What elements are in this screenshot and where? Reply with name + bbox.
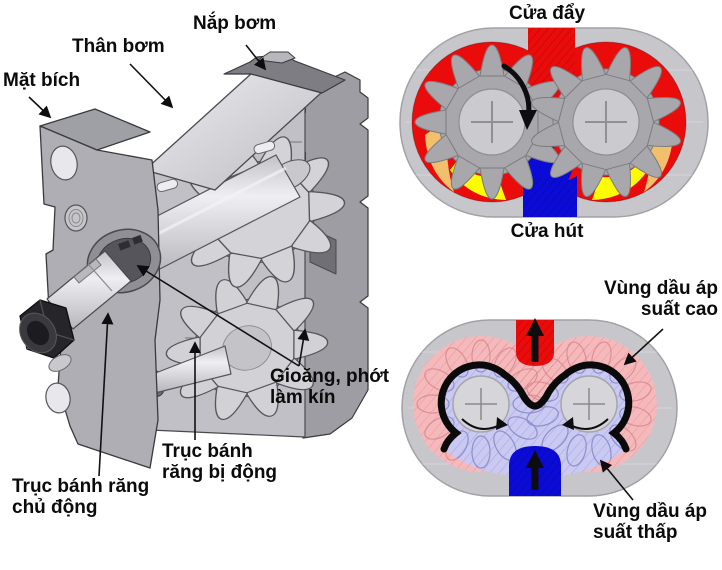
label-drive-shaft: Trục bánh răng chủ động (12, 476, 149, 519)
label-cover-text: Nắp bơm (193, 13, 277, 34)
dowel-pin-2 (253, 140, 276, 155)
leader-seal-right (297, 328, 310, 367)
label-body: Thân bơm (72, 36, 165, 57)
pressure-boundary-line (437, 361, 633, 453)
leader-drive-shaft (98, 312, 114, 477)
shaft-seal (117, 240, 131, 251)
label-flange-text: Mặt bích (3, 70, 81, 91)
nut-washer (48, 354, 72, 372)
rotation-arrow (501, 63, 537, 130)
drive-shaft-outer (46, 250, 132, 330)
leader-lines (28, 44, 664, 501)
shaft-seal-2 (131, 234, 143, 245)
leader-cover (245, 44, 267, 71)
center-cross (471, 101, 513, 143)
leader-high-pressure (623, 328, 664, 366)
leader-body (129, 63, 174, 109)
label-high-line2: suất cao (640, 299, 718, 321)
leader-flange (28, 96, 52, 119)
label-low-line1: Vùng dầu áp (593, 501, 707, 522)
label-suction-port: Cửa hút (497, 221, 597, 242)
label-discharge-port: Cửa đẩy (497, 3, 597, 24)
label-driven-shaft: Trục bánh răng bị động (162, 441, 277, 484)
label-high-line1: Vùng dầu áp (604, 278, 718, 299)
label-cover: Nắp bơm (193, 13, 276, 34)
pressure-diagram (401, 318, 678, 497)
pressure-gear-left (452, 375, 510, 433)
flow-diagram (399, 28, 709, 218)
label-driven-line2: răng bị động (162, 462, 278, 484)
label-low-pressure: Vùng dầu áp suất thấp (593, 501, 707, 544)
inlet-stub (509, 446, 561, 496)
label-low-line2: suất thấp (593, 522, 678, 544)
outlet-stub (516, 318, 554, 366)
label-drive-line2: chủ động (12, 497, 98, 519)
leader-seal-left (136, 265, 300, 367)
dowel-pin-1 (156, 178, 179, 193)
flow-gear-left (415, 45, 569, 199)
label-seal: Gioăng, phớt làm kín (270, 366, 389, 409)
label-high-pressure: Vùng dầu áp suất cao (590, 278, 718, 321)
label-drive-line1: Trục bánh răng (12, 476, 150, 497)
shaft-hex-nut (19, 299, 75, 372)
flow-gear-right (512, 28, 701, 217)
label-discharge-text: Cửa đẩy (508, 3, 586, 24)
label-driven-line1: Trục bánh (162, 441, 253, 462)
center-cross (585, 101, 627, 143)
cover-tab (257, 51, 296, 64)
pressure-gear-right (560, 375, 618, 433)
label-suction-text: Cửa hút (510, 221, 584, 242)
label-body-text: Thân bơm (72, 36, 165, 57)
drive-shaft-inner (127, 154, 311, 274)
label-seal-line2: làm kín (270, 387, 336, 409)
label-flange: Mặt bích (3, 70, 80, 91)
leader-low-pressure (599, 459, 634, 501)
label-seal-line1: Gioăng, phớt (270, 366, 390, 387)
